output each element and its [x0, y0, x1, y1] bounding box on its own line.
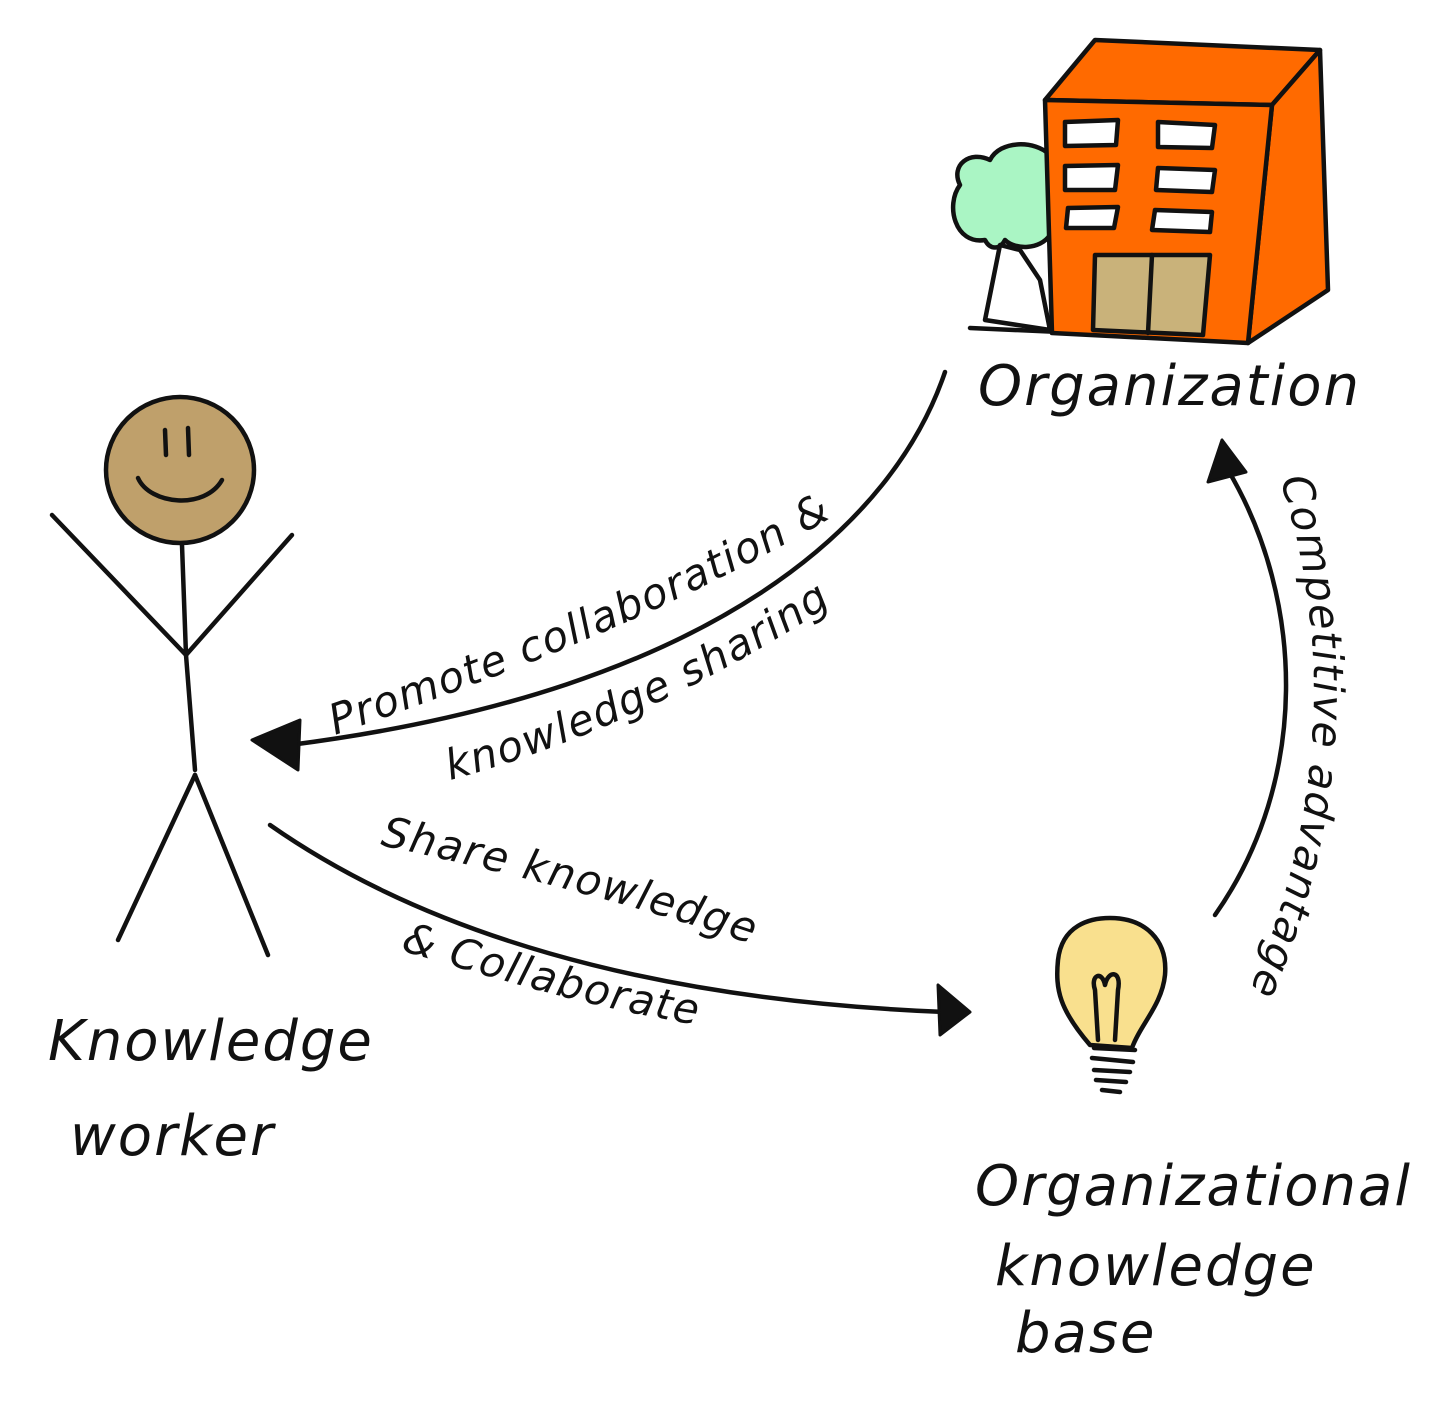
stick-figure-icon — [49, 394, 295, 958]
promote-arrow — [250, 369, 948, 772]
worker-label-line2: worker — [70, 1104, 276, 1169]
tree-icon — [950, 142, 1063, 335]
knowledge-base-label-line1: Organizational — [975, 1154, 1412, 1219]
worker-label-line1: Knowledge — [48, 1009, 374, 1074]
organization-icon — [950, 37, 1331, 346]
knowledge-base-label-line3: base — [1015, 1301, 1157, 1366]
advantage-label-text: Competitive advantage — [1240, 468, 1351, 1007]
arrowhead-up-icon — [1206, 438, 1248, 484]
building-icon — [1042, 37, 1331, 346]
organization-label: Organization — [978, 354, 1361, 419]
arrowhead-right-icon — [936, 983, 972, 1037]
smiley-face-icon — [103, 394, 257, 546]
knowledge-base-label-line2: knowledge — [995, 1234, 1317, 1299]
share-label-line2-text: & Collaborate — [397, 913, 703, 1035]
advantage-arrow — [1206, 438, 1289, 918]
share-arrow — [267, 822, 972, 1037]
arrowhead-left-icon — [250, 718, 302, 772]
share-label-line2: & Collaborate — [397, 913, 704, 1035]
lightbulb-icon — [1055, 915, 1168, 1095]
advantage-label: Competitive advantage — [1240, 468, 1353, 1007]
